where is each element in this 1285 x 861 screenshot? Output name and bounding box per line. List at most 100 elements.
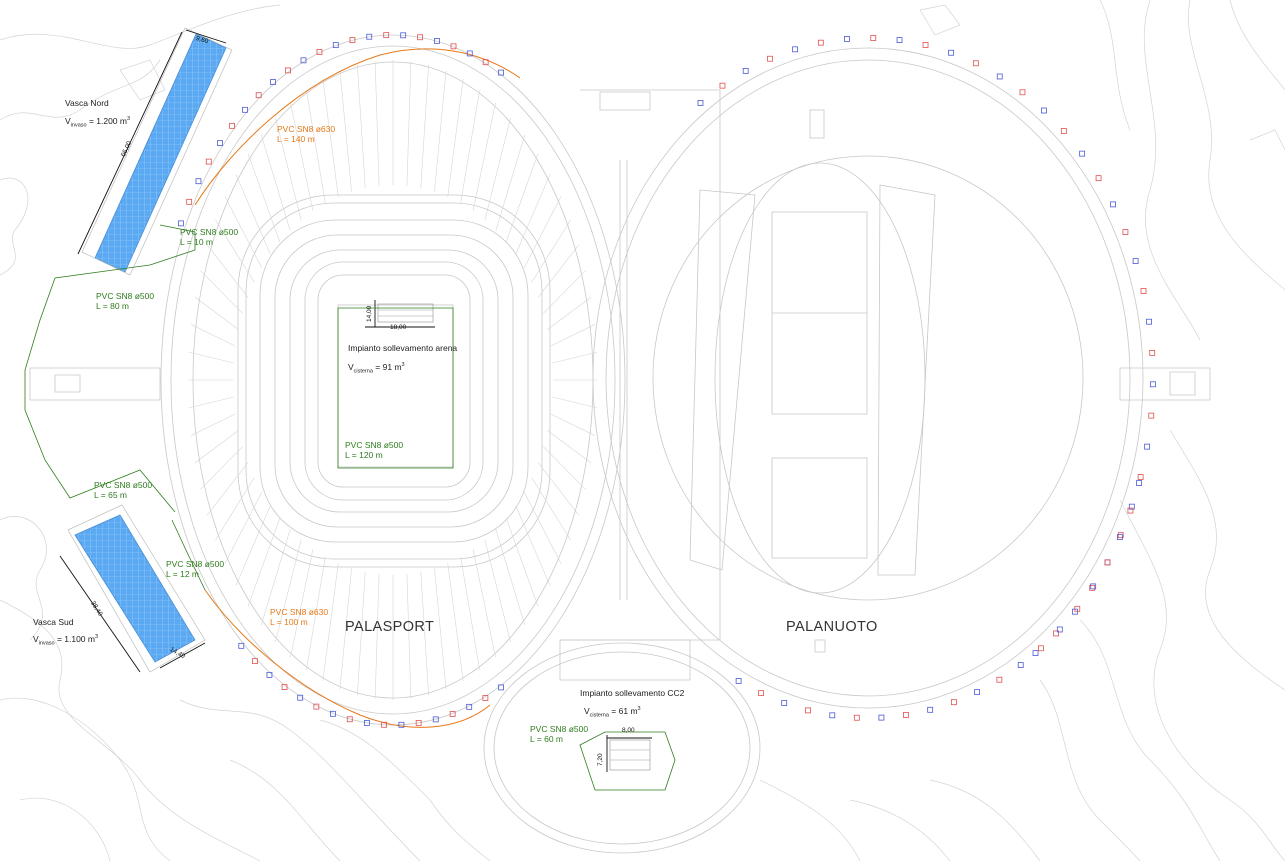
drain-marker bbox=[870, 35, 877, 41]
drain-marker bbox=[381, 721, 388, 728]
drain-marker bbox=[1017, 662, 1024, 668]
drain-marker bbox=[1104, 559, 1111, 566]
drain-marker bbox=[697, 100, 704, 106]
drain-marker bbox=[1149, 349, 1156, 356]
vasca-nord-tank bbox=[77, 27, 233, 276]
drain-marker bbox=[238, 642, 245, 649]
drain-marker bbox=[792, 46, 798, 53]
drain-marker bbox=[270, 79, 276, 85]
pipe-orange-north bbox=[194, 48, 521, 206]
drain-marker bbox=[948, 49, 954, 56]
drain-marker bbox=[758, 690, 764, 697]
drain-marker bbox=[972, 60, 979, 67]
drain-marker bbox=[300, 57, 307, 64]
pump-cc2-volume: Vcisterna = 61 m3 bbox=[584, 705, 641, 719]
vasca-nord-volume: Vinvaso = 1.200 m3 bbox=[65, 115, 131, 129]
drain-marker bbox=[363, 720, 370, 726]
drain-marker bbox=[1060, 128, 1067, 134]
pump-cc2-title: Impianto sollevamento CC2 bbox=[580, 688, 685, 698]
drain-marker bbox=[1032, 650, 1039, 656]
pipe-orange-south bbox=[204, 589, 491, 728]
pump-cc2-height-dim: 7,20 bbox=[597, 753, 604, 766]
drain-marker bbox=[255, 92, 262, 99]
drain-marker bbox=[1137, 474, 1144, 480]
drain-marker bbox=[1150, 381, 1156, 388]
drain-marker bbox=[896, 37, 903, 43]
drain-marker bbox=[781, 700, 788, 706]
drain-marker bbox=[195, 178, 202, 185]
drain-marker bbox=[466, 703, 473, 710]
drain-marker bbox=[1144, 443, 1151, 450]
drain-marker bbox=[434, 38, 440, 44]
drain-marker bbox=[1136, 480, 1142, 486]
pump-arena-title: Impianto sollevamento arena bbox=[348, 343, 458, 353]
drain-marker bbox=[1038, 645, 1044, 652]
drain-marker bbox=[449, 711, 456, 717]
drain-marker bbox=[817, 39, 824, 46]
drain-marker bbox=[178, 220, 184, 227]
drain-marker bbox=[1089, 584, 1096, 591]
palanuoto-structure bbox=[560, 47, 1211, 709]
vasca-sud-tank bbox=[59, 504, 206, 673]
drain-marker bbox=[742, 67, 749, 74]
drain-marker bbox=[1079, 150, 1086, 157]
drain-marker bbox=[498, 684, 504, 691]
pump-arena-width-dim: 18,00 bbox=[390, 324, 407, 331]
drain-marker bbox=[330, 710, 336, 717]
drain-marker bbox=[1146, 318, 1152, 325]
drain-marker bbox=[498, 69, 504, 76]
drain-marker bbox=[805, 707, 811, 714]
drain-marker bbox=[229, 122, 235, 129]
drain-marker bbox=[903, 712, 909, 718]
drain-marker bbox=[1128, 503, 1135, 510]
drain-marker bbox=[974, 689, 980, 696]
drain-marker bbox=[1110, 201, 1116, 208]
drain-marker bbox=[313, 703, 320, 710]
drain-marker bbox=[927, 706, 934, 713]
drain-marker bbox=[844, 36, 850, 42]
drain-marker bbox=[735, 678, 742, 684]
pump-arena-box bbox=[365, 300, 435, 328]
vasca-sud-title: Vasca Sud bbox=[33, 617, 74, 627]
drain-marker bbox=[186, 198, 193, 205]
drain-marker bbox=[767, 55, 773, 62]
vasca-nord-title: Vasca Nord bbox=[65, 98, 109, 108]
palasport-radial-lines bbox=[188, 60, 598, 700]
drain-marker bbox=[346, 716, 353, 723]
drain-marker bbox=[1074, 605, 1081, 612]
drain-marker bbox=[398, 721, 405, 728]
drain-marker bbox=[719, 82, 726, 89]
drain-marker bbox=[1056, 626, 1063, 633]
drain-marker bbox=[1041, 107, 1047, 114]
drain-marker bbox=[1090, 583, 1097, 590]
drain-marker bbox=[482, 59, 489, 66]
drain-marker bbox=[1148, 412, 1155, 419]
drain-marker bbox=[1104, 559, 1111, 566]
drain-marker bbox=[366, 33, 373, 40]
drain-marker bbox=[383, 32, 390, 39]
drain-marker bbox=[829, 712, 836, 719]
drain-marker bbox=[415, 720, 422, 726]
pump-cc2-width-dim: 8,00 bbox=[622, 727, 635, 734]
drain-marker bbox=[951, 699, 957, 706]
drain-marker bbox=[1132, 258, 1139, 264]
drain-marker bbox=[1127, 507, 1134, 514]
drain-marker bbox=[482, 695, 489, 701]
drainage-markers bbox=[178, 32, 1156, 728]
drain-marker bbox=[922, 42, 929, 48]
drain-marker bbox=[217, 140, 223, 147]
drain-marker bbox=[466, 50, 473, 57]
drain-marker bbox=[996, 73, 1003, 80]
palasport-label: PALASPORT bbox=[345, 619, 435, 635]
drain-marker bbox=[1116, 534, 1123, 540]
drain-marker bbox=[450, 43, 457, 50]
drain-marker bbox=[1122, 229, 1129, 235]
